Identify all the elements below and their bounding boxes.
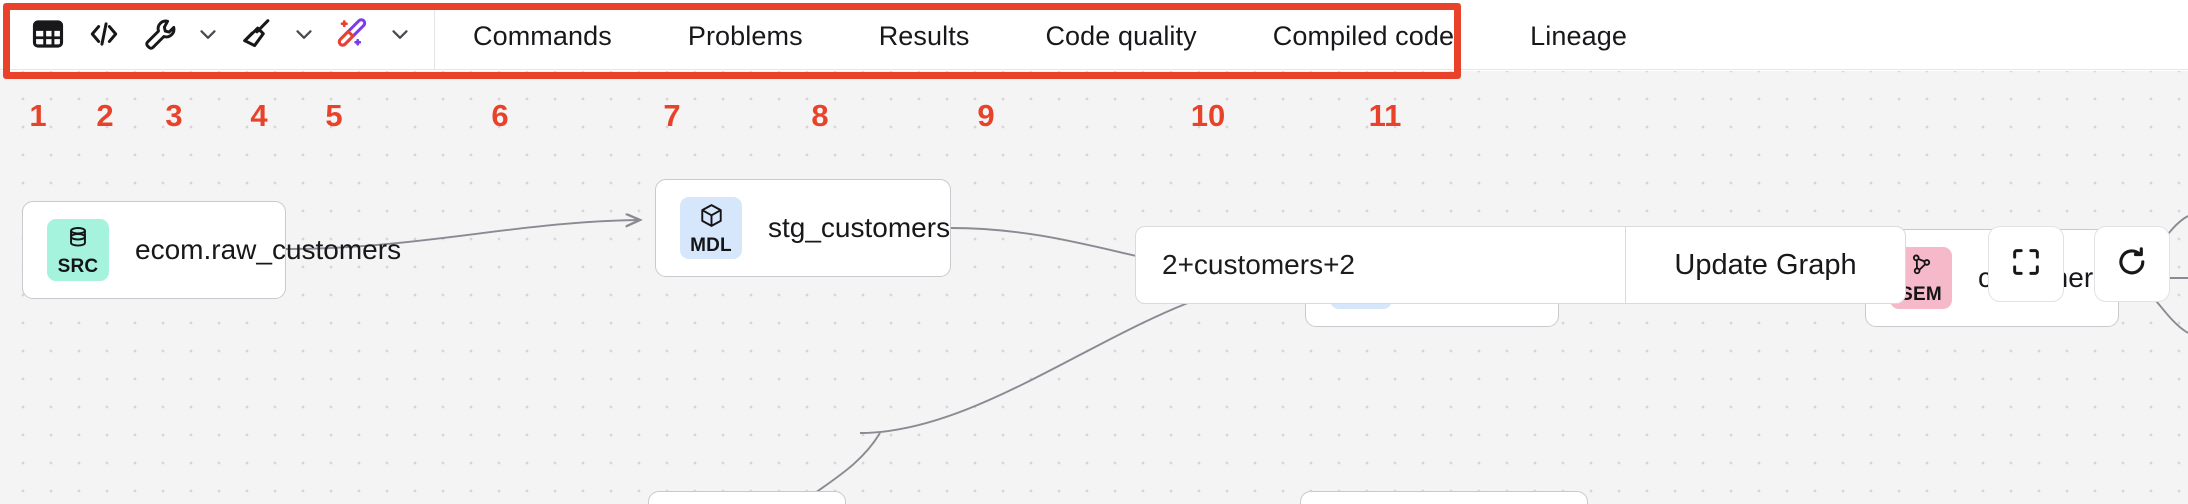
refresh-button[interactable] bbox=[2094, 226, 2170, 302]
node-type-label: SRC bbox=[57, 256, 99, 277]
annotation-number-2: 2 bbox=[96, 98, 114, 133]
ai-assist-button[interactable] bbox=[326, 11, 378, 63]
annotation-number-5: 5 bbox=[325, 98, 343, 133]
tools-dropdown-button[interactable] bbox=[190, 11, 226, 63]
network-icon bbox=[1908, 252, 1934, 283]
annotation-number-8: 8 bbox=[811, 98, 829, 133]
node-type-label: SEM bbox=[1900, 284, 1942, 305]
code-view-button[interactable] bbox=[78, 11, 130, 63]
edge-raw-to-stg bbox=[285, 220, 640, 250]
broom-icon bbox=[237, 15, 275, 58]
fullscreen-icon bbox=[2009, 245, 2043, 284]
chevron-down-icon bbox=[387, 21, 413, 52]
node-type-badge-src: SRC bbox=[47, 219, 109, 281]
magic-wand-icon bbox=[333, 15, 371, 58]
tab-commands[interactable]: Commands bbox=[473, 21, 612, 51]
annotation-number-4: 4 bbox=[250, 98, 268, 133]
annotation-number-11: 11 bbox=[1368, 98, 1402, 133]
graph-node-stg-customers[interactable]: MDL stg_customers bbox=[655, 179, 951, 277]
fit-view-button[interactable] bbox=[1988, 226, 2064, 302]
update-graph-button[interactable]: Update Graph bbox=[1625, 227, 1905, 303]
graph-node-raw-customers[interactable]: SRC ecom.raw_customers bbox=[22, 201, 401, 299]
graph-query-input[interactable] bbox=[1136, 227, 1625, 303]
database-icon bbox=[65, 224, 91, 255]
annotation-number-6: 6 bbox=[491, 98, 509, 133]
cube-icon bbox=[698, 202, 725, 234]
tab-results[interactable]: Results bbox=[878, 21, 970, 51]
tab-code-quality[interactable]: Code quality bbox=[1045, 21, 1197, 51]
ai-assist-dropdown-button[interactable] bbox=[382, 11, 418, 63]
code-view-icon bbox=[85, 15, 123, 58]
graph-query-bar: Update Graph bbox=[1135, 226, 1906, 304]
node-name-label: ecom.raw_customers bbox=[135, 234, 402, 265]
chevron-down-icon bbox=[291, 21, 317, 52]
chevron-down-icon bbox=[195, 21, 221, 52]
annotation-number-10: 10 bbox=[1190, 98, 1226, 133]
annotation-number-3: 3 bbox=[165, 98, 183, 133]
refresh-icon bbox=[2114, 244, 2150, 285]
table-view-icon bbox=[30, 16, 66, 57]
graph-node-partial[interactable] bbox=[1300, 491, 1588, 504]
tab-compiled-code[interactable]: Compiled code bbox=[1272, 21, 1455, 51]
tab-lineage[interactable]: Lineage bbox=[1530, 21, 1627, 51]
annotation-number-1: 1 bbox=[29, 98, 47, 133]
format-button[interactable] bbox=[230, 11, 282, 63]
wrench-icon bbox=[142, 16, 179, 58]
editor-toolbar: Commands Problems Results Code quality C… bbox=[0, 4, 2188, 70]
format-dropdown-button[interactable] bbox=[286, 11, 322, 63]
node-type-label: MDL bbox=[690, 234, 732, 256]
annotation-number-9: 9 bbox=[977, 98, 995, 133]
node-name-label: stg_customers bbox=[768, 212, 951, 243]
lineage-canvas[interactable]: Update Graph bbox=[0, 71, 2188, 504]
tab-problems[interactable]: Problems bbox=[687, 21, 803, 51]
graph-node-partial[interactable] bbox=[648, 491, 846, 504]
annotation-number-7: 7 bbox=[663, 98, 681, 133]
table-view-button[interactable] bbox=[22, 11, 74, 63]
tools-button[interactable] bbox=[134, 11, 186, 63]
panel-tabs: Commands Problems Results Code quality C… bbox=[435, 4, 1665, 69]
toolbar-icon-group bbox=[0, 4, 435, 69]
node-type-badge-mdl: MDL bbox=[680, 197, 742, 259]
